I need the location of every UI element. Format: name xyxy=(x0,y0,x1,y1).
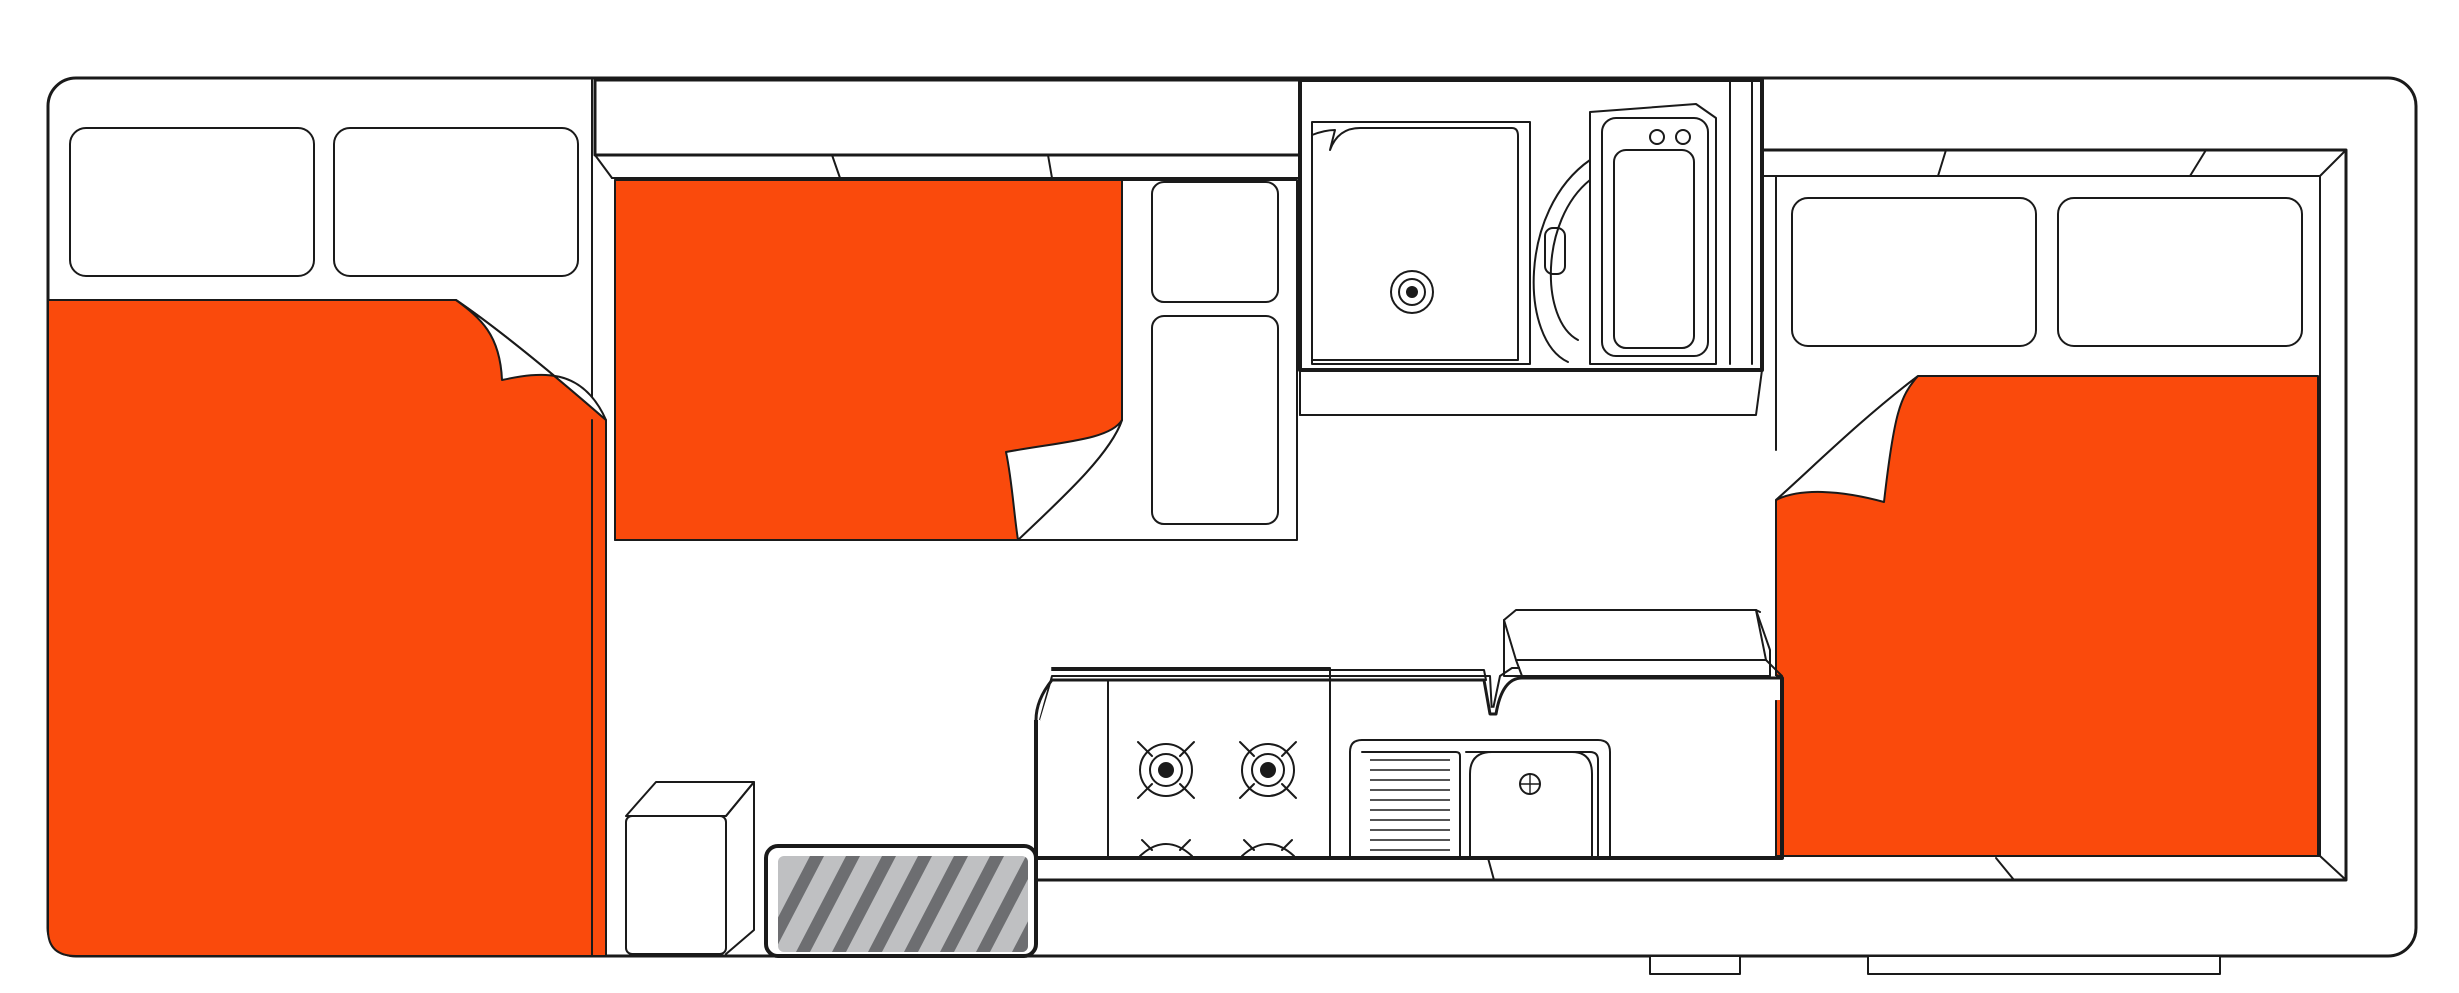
vanity-basin xyxy=(1589,103,1717,365)
mat-stripe xyxy=(904,856,968,952)
mat-stripe xyxy=(778,856,824,952)
entry-step xyxy=(625,781,755,955)
rear-left-bed xyxy=(47,299,607,957)
shower-base xyxy=(1311,127,1519,361)
middle-bed xyxy=(614,179,1298,541)
wardrobe-column xyxy=(1151,181,1279,525)
shower-drain-icon xyxy=(1390,270,1434,314)
storage-box xyxy=(625,815,727,955)
window-right-2 xyxy=(2057,197,2303,347)
mat-stripe xyxy=(796,856,860,952)
front-right-bed xyxy=(1775,375,2319,857)
bathroom xyxy=(1298,78,1764,416)
drainer-grooves xyxy=(1370,759,1450,851)
sink-basin xyxy=(1469,751,1593,859)
mat-stripe xyxy=(832,856,896,952)
bed-sheet-fold-right xyxy=(1775,375,1919,503)
front-right-windows xyxy=(1791,197,2303,347)
door-mat xyxy=(764,844,1038,958)
bed-mattress-left xyxy=(47,299,607,957)
burner-icon xyxy=(1139,839,1193,857)
window-left-2 xyxy=(333,127,579,277)
tap-icon xyxy=(1649,129,1665,145)
burner-icon xyxy=(1241,839,1295,857)
toilet xyxy=(1532,159,1591,363)
burner-icon xyxy=(1137,741,1195,799)
mat-stripe xyxy=(976,856,1028,952)
rear-left-windows xyxy=(69,127,579,277)
window-left-1 xyxy=(69,127,315,277)
mat-stripe xyxy=(940,856,1004,952)
burner-icon xyxy=(1239,741,1297,799)
bed-sheet-fold-middle xyxy=(1005,419,1123,541)
bed-sheet-fold-left xyxy=(455,299,607,421)
mat-stripe xyxy=(868,856,932,952)
shower-tray xyxy=(1311,121,1531,365)
window-right-1 xyxy=(1791,197,2037,347)
gas-cooktop xyxy=(1137,741,1297,857)
kitchen-sink xyxy=(1349,739,1611,859)
kitchen-counter xyxy=(1034,609,1784,881)
